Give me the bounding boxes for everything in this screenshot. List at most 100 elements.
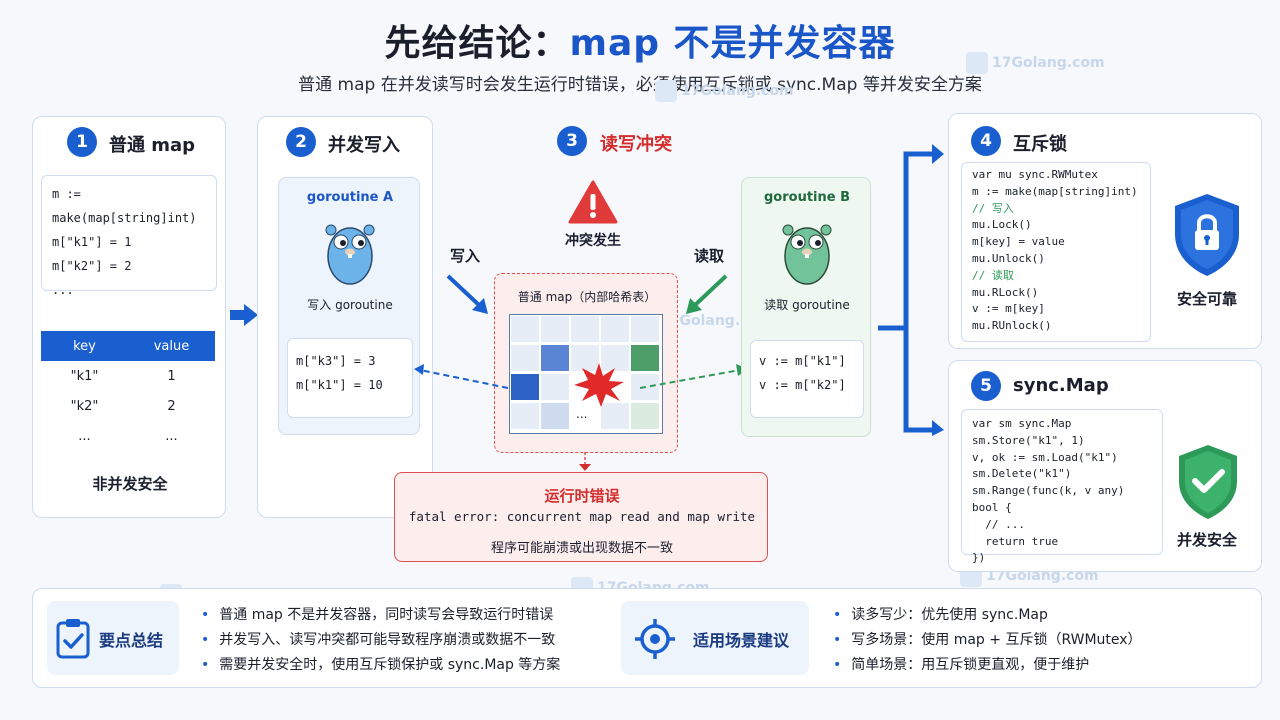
code-line: // ... bbox=[972, 517, 1025, 531]
branch-arrows bbox=[878, 144, 944, 436]
code-block: var sm sync.Map sm.Store("k1", 1) v, ok … bbox=[961, 409, 1163, 564]
code-line: mu.RLock() bbox=[972, 285, 1039, 299]
write-connector bbox=[414, 364, 509, 389]
code-line: mu.Unlock() bbox=[972, 251, 1045, 265]
grid-cell bbox=[540, 315, 570, 343]
panel-title: 互斥锁 bbox=[1013, 134, 1067, 155]
grid-cell-filled bbox=[540, 344, 570, 372]
hash-grid: ... bbox=[509, 314, 663, 434]
badge-label: 安全可靠 bbox=[1176, 290, 1237, 308]
code-line: m[key] = value bbox=[972, 235, 1065, 249]
goroutine-caption: 读取 goroutine bbox=[764, 298, 850, 312]
code-comment: // 读取 bbox=[972, 268, 1014, 282]
write-arrow-icon bbox=[446, 274, 488, 314]
grid-cell-filled bbox=[510, 373, 540, 401]
code-line: m["k3"] = 3 bbox=[296, 354, 376, 368]
watermark-logo-icon bbox=[655, 80, 677, 102]
list-item: 并发写入、读写冲突都可能导致程序崩溃或数据不一致 bbox=[201, 628, 560, 653]
panel-sync-map: 5 sync.Map var sm sync.Map sm.Store("k1"… bbox=[948, 360, 1262, 572]
code-line: v := m[key] bbox=[972, 302, 1045, 316]
code-line: }) bbox=[972, 551, 986, 565]
code-block: m := make(map[string]int) m["k1"] = 1 m[… bbox=[41, 175, 217, 297]
goroutine-title: goroutine A bbox=[306, 190, 394, 205]
code-line: return true bbox=[972, 534, 1059, 548]
grid-cell bbox=[600, 344, 630, 372]
conflict-label: 冲突发生 bbox=[565, 233, 621, 249]
grid-ellipsis: ... bbox=[576, 407, 588, 421]
badge-label: 并发安全 bbox=[1176, 531, 1237, 549]
summary-section: 要点总结 普通 map 不是并发容器，同时读写会导致运行时错误 并发写入、读写冲… bbox=[32, 588, 1262, 688]
panel-footer: 非并发安全 bbox=[92, 475, 168, 493]
code-line: m["k2"] = 2 bbox=[52, 259, 132, 273]
list-item: 普通 map 不是并发容器，同时读写会导致运行时错误 bbox=[201, 603, 560, 628]
list-item: 写多场景：使用 map + 互斥锁（RWMutex） bbox=[833, 628, 1141, 653]
grid-cell bbox=[600, 402, 630, 430]
code-line: sm.Range(func(k, v any) bool { bbox=[972, 484, 1125, 514]
right-arrow-icon bbox=[230, 304, 258, 326]
grid-cell bbox=[510, 402, 540, 430]
code-line: m["k1"] = 10 bbox=[296, 378, 383, 392]
step-number: 2 bbox=[286, 127, 316, 157]
warning-icon bbox=[568, 180, 618, 224]
table-row: "k1"1 bbox=[70, 368, 176, 384]
code-block: var mu sync.RWMutex m := make(map[string… bbox=[961, 162, 1151, 342]
list-item: 需要并发安全时，使用互斥锁保护或 sync.Map 等方案 bbox=[201, 653, 560, 678]
read-arrow-icon bbox=[686, 274, 728, 314]
watermark-logo-icon bbox=[966, 52, 988, 74]
step-number: 5 bbox=[971, 371, 1001, 401]
goroutine-title: goroutine B bbox=[763, 190, 850, 205]
panel-title: 读写冲突 bbox=[600, 134, 672, 155]
scenario-list: 读多写少：优先使用 sync.Map 写多场景：使用 map + 互斥锁（RWM… bbox=[833, 603, 1142, 678]
code-line: v := m["k1"] bbox=[759, 354, 846, 368]
list-item: 简单场景：用互斥锁更直观，便于维护 bbox=[833, 653, 1142, 678]
collision-burst-icon bbox=[574, 363, 624, 407]
runtime-error-box: 运行时错误 fatal error: concurrent map read a… bbox=[394, 472, 768, 562]
table-row: "k2"2 bbox=[70, 398, 176, 414]
code-block: v := m["k1"] v := m["k2"] bbox=[750, 340, 864, 418]
hash-table-box: 普通 map（内部哈希表） ... bbox=[494, 273, 678, 453]
scenario-label-box: 适用场景建议 bbox=[621, 601, 809, 675]
code-line: ... bbox=[52, 283, 74, 297]
read-label: 读取 bbox=[694, 247, 725, 265]
code-line: v, ok := sm.Load("k1") bbox=[972, 450, 1118, 464]
gopher-icon bbox=[325, 224, 375, 285]
goroutine-b-card: goroutine B 读取 goroutine v := m["k1"] v … bbox=[741, 177, 871, 437]
watermark: 17Golang.com bbox=[655, 80, 794, 102]
target-icon bbox=[635, 619, 675, 659]
grid-cell bbox=[540, 373, 570, 401]
table-row: ...... bbox=[78, 428, 178, 444]
panel-title: 普通 map bbox=[109, 135, 196, 156]
panel-concurrent-write: 2 并发写入 goroutine A 写入 goroutine m["k3"] … bbox=[257, 116, 433, 518]
panel-plain-map: 1 普通 map m := make(map[string]int) m["k1… bbox=[32, 116, 226, 518]
clipboard-check-icon bbox=[56, 619, 90, 659]
goroutine-a-card: goroutine A 写入 goroutine m["k3"] = 3 m["… bbox=[278, 177, 420, 435]
code-line: mu.RUnlock() bbox=[972, 319, 1052, 333]
code-block: m["k3"] = 3 m["k1"] = 10 bbox=[287, 338, 413, 418]
gopher-icon bbox=[782, 224, 832, 285]
summary-label-box: 要点总结 bbox=[47, 601, 179, 675]
grid-cell bbox=[510, 315, 540, 343]
code-line: m["k1"] = 1 bbox=[52, 235, 132, 249]
scenario-label: 适用场景建议 bbox=[693, 631, 790, 650]
page-title: 先给结论：map 不是并发容器 bbox=[384, 23, 896, 64]
code-line: v := m["k2"] bbox=[759, 378, 846, 392]
write-label: 写入 bbox=[450, 247, 481, 265]
code-line: sm.Store("k1", 1) bbox=[972, 433, 1085, 447]
code-line: sm.Delete("k1") bbox=[972, 467, 1072, 481]
hash-table-title: 普通 map（内部哈希表） bbox=[517, 290, 657, 304]
error-message: fatal error: concurrent map read and map… bbox=[408, 509, 756, 524]
grid-cell-filled bbox=[630, 344, 660, 372]
goroutine-caption: 写入 goroutine bbox=[307, 298, 393, 312]
code-line: m := make(map[string]int) bbox=[972, 184, 1138, 198]
error-title: 运行时错误 bbox=[544, 487, 620, 505]
summary-label: 要点总结 bbox=[99, 631, 164, 650]
read-connector bbox=[639, 364, 748, 389]
grid-cell bbox=[510, 344, 540, 372]
grid-cell bbox=[630, 315, 660, 343]
grid-cell bbox=[630, 402, 660, 430]
check-shield-icon bbox=[1179, 445, 1237, 519]
grid-cell bbox=[570, 315, 600, 343]
code-line: mu.Lock() bbox=[972, 218, 1032, 232]
panel-title: sync.Map bbox=[1013, 375, 1109, 396]
